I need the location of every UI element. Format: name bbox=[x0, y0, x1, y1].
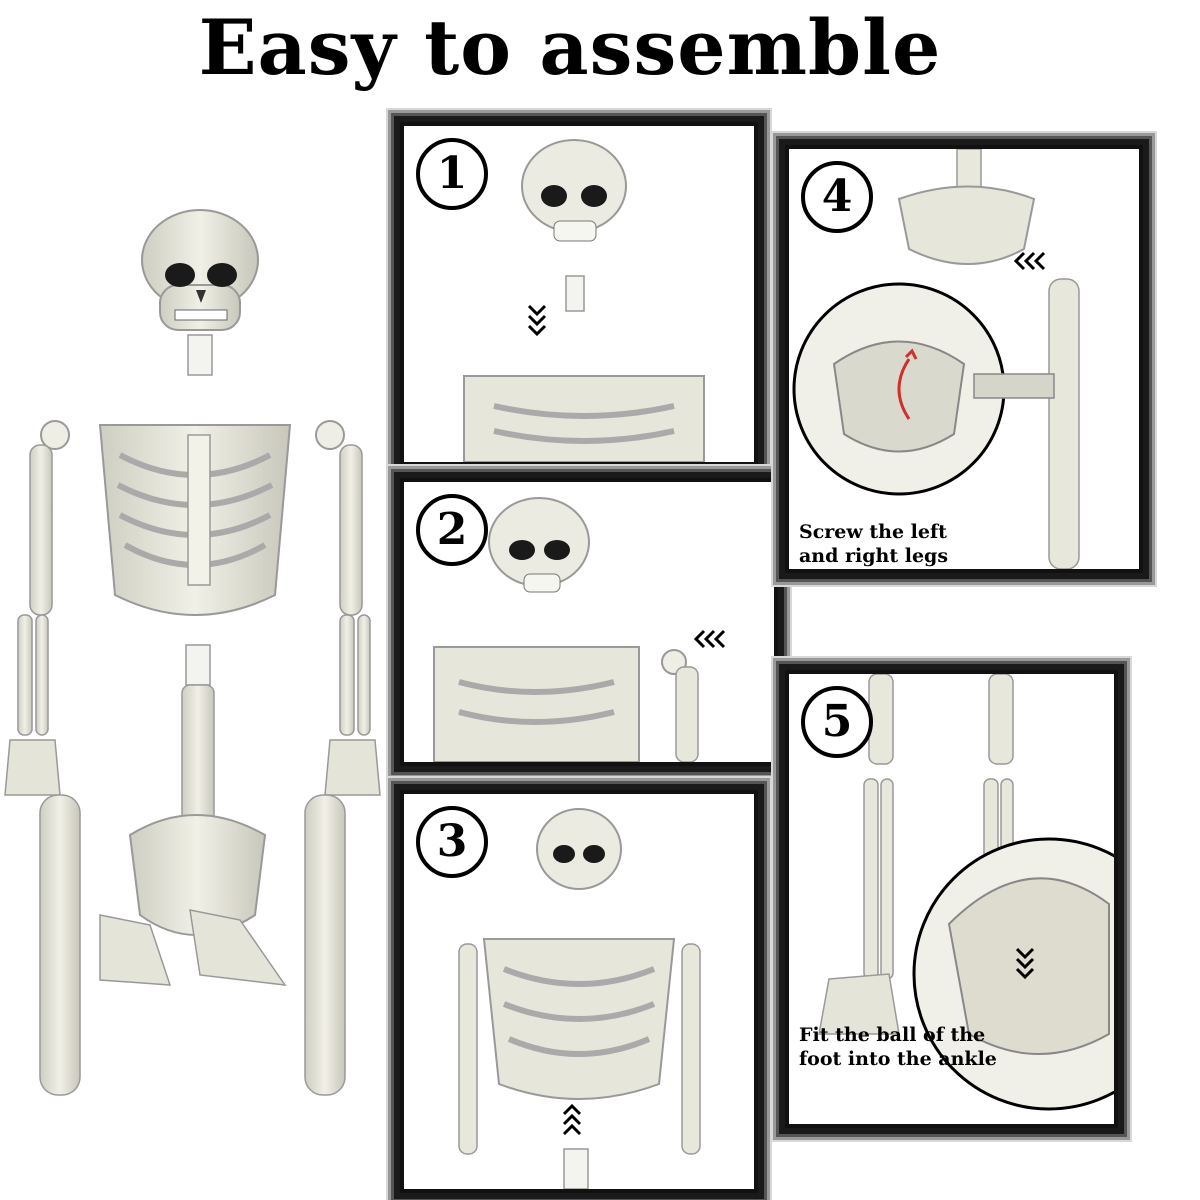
right-arm-icon bbox=[315, 420, 381, 796]
step-3-illustration bbox=[458, 808, 701, 1189]
step-3-badge: 3 bbox=[416, 806, 488, 878]
spine-pelvis-icon bbox=[128, 644, 267, 936]
page-title: Easy to assemble bbox=[198, 3, 942, 92]
step-5-caption: Fit the ball of the foot into the ankle bbox=[799, 1024, 997, 1072]
step-2-illustration bbox=[433, 497, 726, 762]
feet-icon bbox=[99, 909, 287, 986]
step-4-caption-line2: and right legs bbox=[799, 544, 949, 567]
step-5-panel: 5 Fit the ball of the foot into the ankl… bbox=[785, 670, 1118, 1128]
step-5-badge: 5 bbox=[801, 686, 873, 758]
step-4-panel: 4 Screw the left and right legs bbox=[785, 145, 1143, 573]
step-2-badge: 2 bbox=[416, 494, 488, 566]
chevrons-left-icon bbox=[1013, 251, 1046, 271]
skull-icon bbox=[141, 209, 259, 376]
step-4-caption-line1: Screw the left bbox=[799, 521, 947, 543]
left-leg-icon bbox=[39, 794, 81, 1096]
step-5-caption-line1: Fit the ball of the bbox=[799, 1024, 986, 1046]
step-2-panel: 2 bbox=[400, 478, 778, 766]
step-4-caption: Screw the left and right legs bbox=[799, 521, 948, 569]
chevrons-left-icon bbox=[693, 629, 726, 649]
step-5-caption-line2: foot into the ankle bbox=[799, 1047, 997, 1070]
step-1-panel: 1 bbox=[400, 122, 758, 466]
step-4-badge: 4 bbox=[801, 161, 873, 233]
step-1-illustration bbox=[463, 139, 705, 462]
step-4-illustration bbox=[792, 149, 1080, 569]
right-leg-icon bbox=[304, 794, 346, 1096]
chevrons-down-icon bbox=[527, 304, 547, 337]
chevrons-up-icon bbox=[562, 1103, 582, 1136]
chevrons-down-icon bbox=[1015, 947, 1035, 980]
skeleton-parts-illustration bbox=[4, 209, 381, 1096]
left-arm-icon bbox=[4, 420, 70, 796]
step-5-illustration bbox=[818, 674, 1114, 1111]
ribcage-icon bbox=[98, 424, 292, 616]
rotate-arrow-icon bbox=[897, 348, 918, 420]
step-3-panel: 3 bbox=[400, 790, 758, 1193]
step-1-badge: 1 bbox=[416, 138, 488, 210]
